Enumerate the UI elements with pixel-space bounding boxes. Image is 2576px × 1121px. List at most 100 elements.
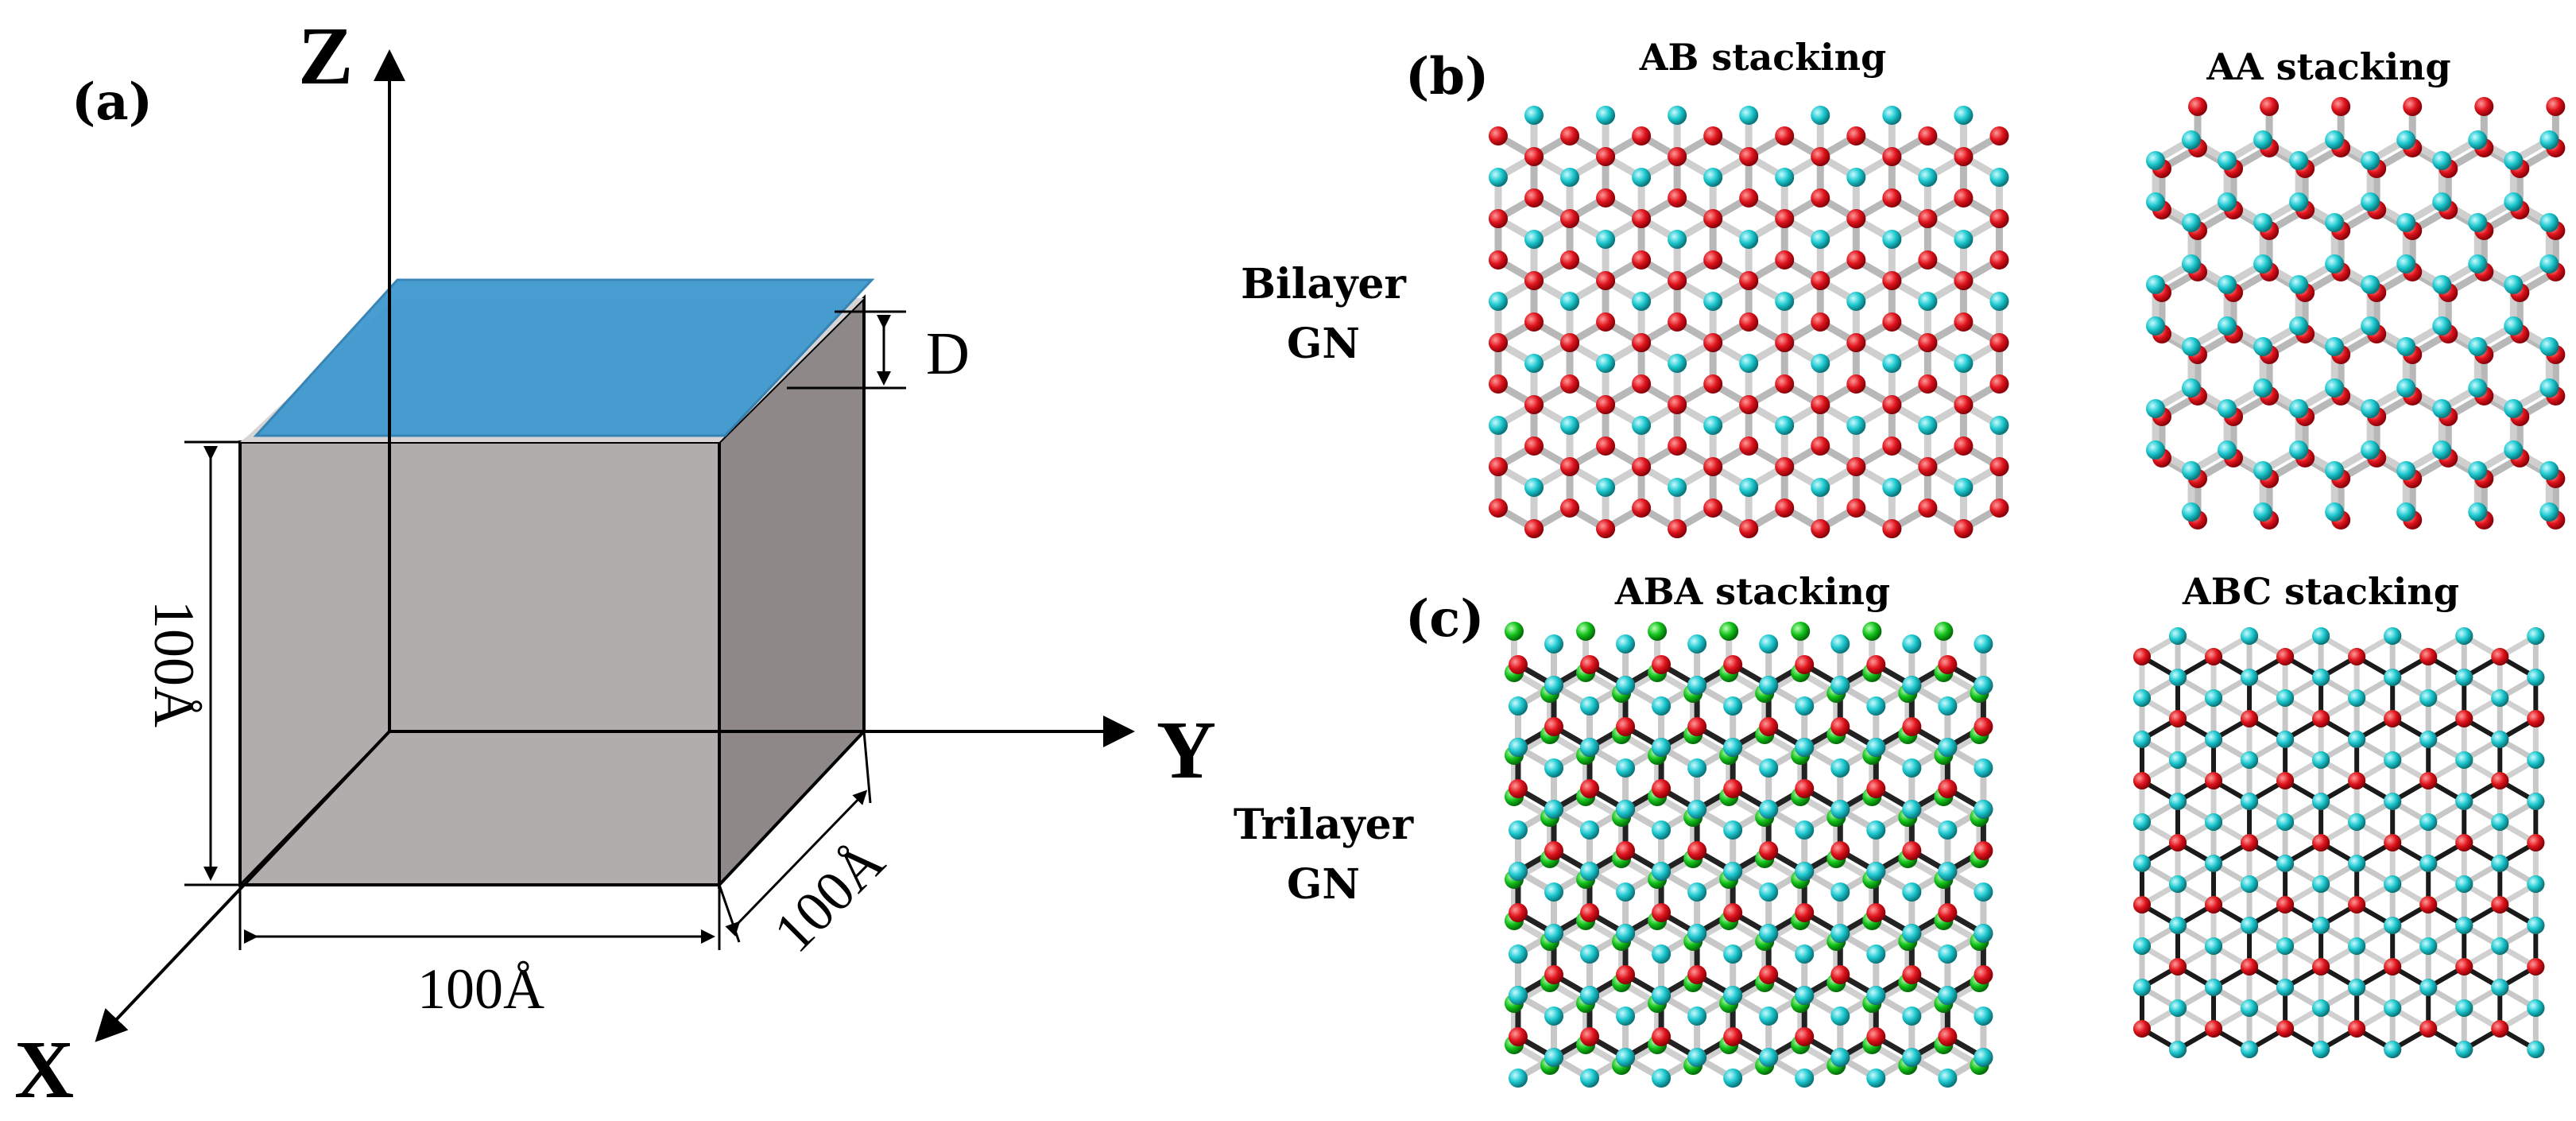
aa-layer2-atom [2146, 399, 2165, 418]
abc-layer2-atom [2384, 917, 2402, 934]
ab-layer2-atom [1918, 292, 1938, 311]
aba-layer1-atom [1795, 1027, 1815, 1046]
ab-layer1-atom [1882, 271, 1902, 290]
ab-layer1-atom [1954, 188, 1974, 208]
aba-layer2-atom [1616, 1007, 1636, 1026]
ab-layer1-atom [1596, 436, 1616, 456]
aba-layer1-atom [1687, 841, 1707, 860]
ab-layer1-atom [1918, 498, 1938, 518]
abc-layer2-atom [2491, 855, 2509, 872]
ab-layer2-atom [1739, 354, 1759, 373]
aba-layer2-atom [1687, 676, 1707, 695]
abc-layer1-atom [2527, 834, 2545, 851]
ab-stacking-title: AB stacking [1639, 36, 1887, 79]
aba-layer1-atom [1652, 779, 1671, 798]
aba-layer1-atom [1544, 841, 1563, 860]
abc-layer2-atom [2276, 813, 2295, 831]
abc-stacking-title: ABC stacking [2182, 570, 2459, 613]
ab-layer2-atom [1846, 292, 1866, 311]
ab-layer1-atom [1882, 519, 1902, 538]
aa-layer2-atom [2432, 275, 2452, 294]
ab-layer2-atom [1989, 416, 2009, 435]
aa-layer2-atom [2361, 151, 2380, 170]
abc-layer1-atom [2348, 772, 2366, 789]
ab-layer2-atom [1488, 168, 1508, 187]
abc-layer2-atom [2312, 917, 2330, 934]
ab-layer2-atom [1524, 106, 1544, 125]
aa-layer2-atom [2396, 254, 2416, 273]
aba-layer2-atom [1723, 696, 1743, 716]
ab-layer1-atom [1775, 250, 1795, 270]
abc-layer1-atom [2348, 648, 2366, 665]
abc-layer1-atom [2455, 834, 2473, 851]
aba-layer1-atom [1687, 965, 1707, 984]
aa-layer2-atom [2361, 316, 2380, 336]
abc-layer1-atom [2312, 958, 2330, 976]
aba-layer1-atom [1795, 903, 1815, 922]
aba-layer1-atom [1580, 903, 1600, 922]
ab-layer2-atom [1882, 478, 1902, 497]
aba-layer2-atom [1544, 676, 1563, 695]
aba-layer2-atom [1580, 862, 1600, 881]
ab-layer1-atom [1918, 250, 1938, 270]
ab-layer1-atom [1954, 395, 1974, 414]
aba-layer1-atom [1652, 1027, 1671, 1046]
aba-layer1-atom [1866, 903, 1886, 922]
abc-layer2-atom [2276, 979, 2295, 996]
aba-layer2-atom [1580, 696, 1600, 716]
ab-stacking-lattice [1488, 106, 2009, 538]
aba-layer2-atom [1974, 1007, 1993, 1026]
ab-layer2-atom [1560, 292, 1580, 311]
aba-layer2-atom [1974, 634, 1993, 654]
ab-layer1-atom [1560, 457, 1580, 476]
ab-layer1-atom [1846, 333, 1866, 352]
aba-layer2-atom [1652, 1069, 1671, 1088]
abc-layer2-atom [2348, 855, 2366, 872]
abc-layer2-atom [2169, 751, 2187, 769]
ab-layer2-atom [1882, 106, 1902, 125]
aa-layer2-atom [2361, 275, 2380, 294]
aba-layer2-atom [1830, 758, 1850, 778]
aba-layer2-atom [1974, 758, 1993, 778]
aba-layer2-atom [1687, 924, 1707, 943]
aa-layer2-atom [2504, 399, 2524, 418]
ab-layer1-atom [1632, 374, 1652, 394]
aba-layer2-atom [1902, 758, 1922, 778]
aa-stacking-lattice [2146, 97, 2566, 529]
aa-layer2-atom [2253, 378, 2273, 398]
ab-layer1-atom [1918, 333, 1938, 352]
ab-layer1-atom [1524, 436, 1544, 456]
ab-layer2-atom [1596, 106, 1616, 125]
ab-layer2-atom [1703, 416, 1723, 435]
aba-layer2-atom [1974, 1048, 1993, 1067]
aa-layer2-atom [2396, 502, 2416, 522]
aba-layer2-atom [1759, 800, 1779, 819]
aba-layer1-atom [1830, 841, 1850, 860]
aa-layer2-atom [2182, 130, 2202, 149]
aa-layer2-atom [2146, 275, 2165, 294]
ab-layer1-atom [1989, 209, 2009, 228]
aba-layer2-atom [1544, 882, 1563, 902]
aba-layer2-atom [1830, 924, 1850, 943]
ab-layer1-atom [1989, 333, 2009, 352]
aa-layer2-atom [2253, 130, 2273, 149]
aa-layer2-atom [2539, 254, 2559, 273]
abc-layer2-atom [2348, 979, 2366, 996]
aba-layer2-atom [1652, 986, 1671, 1005]
ab-layer1-atom [1488, 333, 1508, 352]
aba-stacking-lattice [1504, 622, 1993, 1088]
abc-layer2-atom [2241, 751, 2259, 769]
abc-layer2-atom [2132, 937, 2151, 955]
abc-layer1-atom [2384, 834, 2402, 851]
ab-layer1-atom [1775, 457, 1795, 476]
abc-layer2-atom [2491, 813, 2509, 831]
aba-layer2-atom [1759, 882, 1779, 902]
aba-layer2-atom [1616, 758, 1636, 778]
aba-layer2-atom [1580, 986, 1600, 1005]
ab-layer1-atom [1811, 395, 1830, 414]
trilayer-label-line2: GN [1287, 860, 1360, 909]
ab-layer1-atom [1739, 436, 1759, 456]
ab-layer1-atom [1739, 395, 1759, 414]
ab-layer2-atom [1739, 230, 1759, 249]
